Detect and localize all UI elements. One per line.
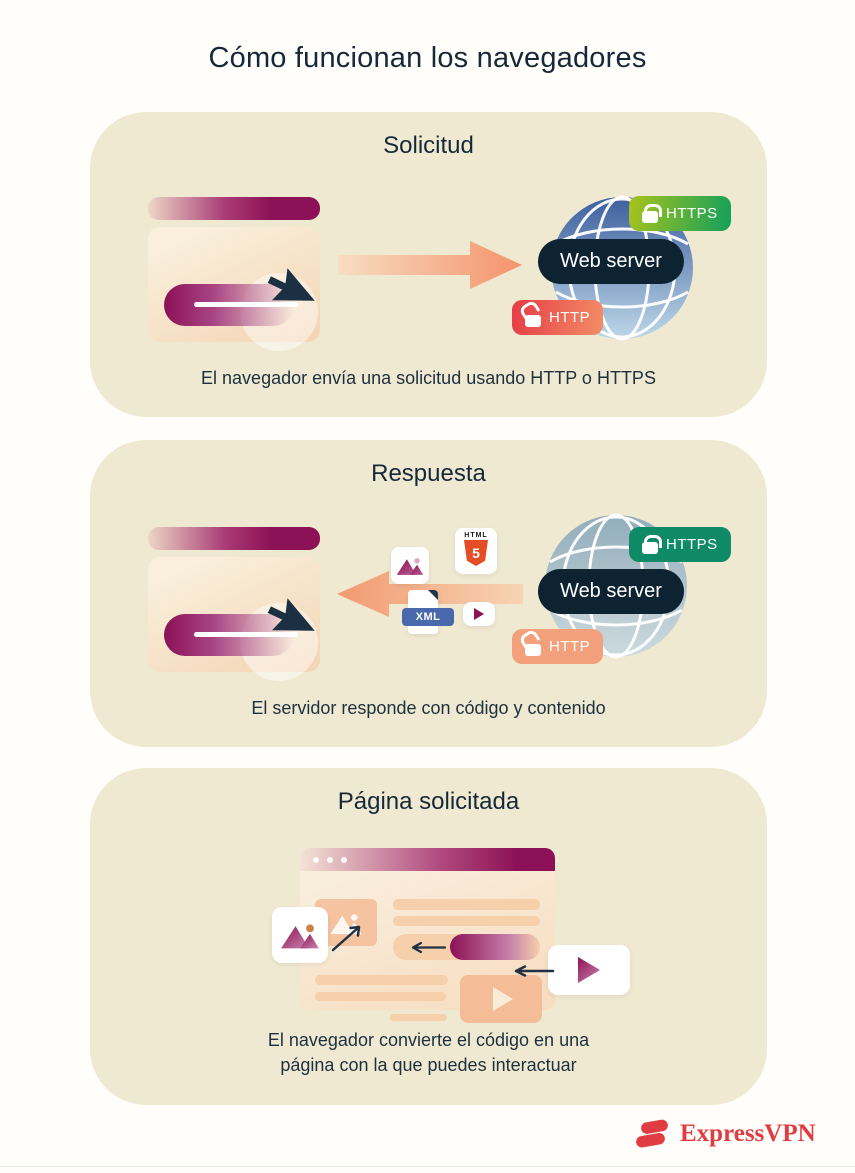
lock-closed-icon [642,204,662,223]
panel-respuesta-heading: Respuesta [371,460,486,487]
web-server-label: Web server [560,580,662,602]
https-label: HTTPS [666,536,718,553]
window-topbar [300,848,555,871]
address-line [194,302,298,307]
panel-pagina-caption: El navegador convierte el código en una … [90,1028,767,1078]
html5-shield: 5 [464,540,488,566]
play-icon [463,602,495,626]
panel-solicitud-heading: Solicitud [383,132,474,159]
play-triangle [474,608,484,620]
window-dot [327,856,333,863]
panel-pagina-solicitada: Página solicitada [90,768,767,1105]
text-line-placeholder [393,899,540,910]
text-line-placeholder [393,916,540,926]
expressvpn-wordmark: ExpressVPN [680,1120,816,1147]
caption-line-1: El navegador convierte el código en una [267,1030,590,1050]
video-placeholder [460,975,542,1023]
http-label: HTTP [549,638,591,655]
panel-pagina-heading: Página solicitada [337,788,520,815]
https-badge: HTTPS [629,196,731,231]
expressvpn-logo: ExpressVPN [633,1119,816,1149]
panel-respuesta-caption: El servidor responde con código y conten… [251,698,606,718]
browser-window-icon [148,197,320,351]
web-server-pill: Web server [538,239,684,284]
left-arrow-icon [411,941,447,954]
image-icon [391,547,429,584]
request-arrow-icon [338,241,522,289]
window-dot [341,856,347,863]
address-bar-icon [164,614,298,656]
xml-fold-corner [428,590,438,600]
web-server-label: Web server [560,250,662,272]
up-right-arrow-icon [331,925,361,952]
text-line-placeholder [315,975,448,985]
text-line-placeholder [390,1014,447,1021]
play-triangle [578,957,600,983]
browser-body [148,557,320,681]
bottom-divider [0,1166,855,1167]
cursor-icon [267,598,315,631]
browser-topbar [148,527,320,550]
lock-closed-icon [642,535,662,554]
loading-bar-placeholder [393,934,540,960]
https-label: HTTPS [666,205,718,222]
web-server-pill: Web server [538,569,684,614]
address-bar-icon [164,284,298,326]
caption-line-2: página con la que puedes interactuar [280,1055,577,1076]
text-line-placeholder [315,992,446,1001]
page-title: Cómo funcionan los navegadores [208,42,647,74]
http-badge: HTTP [512,300,604,335]
lock-open-icon [525,644,541,656]
left-arrow-icon [514,965,555,977]
http-label: HTTP [549,309,591,326]
html5-icon: HTML 5 [455,528,497,574]
play-triangle [493,987,513,1011]
panel-respuesta: Respuesta [90,440,767,747]
loading-bar-fill [450,934,540,960]
expressvpn-logo-icon [636,1119,668,1148]
html5-word: HTML [464,532,488,539]
panel-solicitud: Solicitud [90,112,767,417]
browser-topbar [148,197,320,220]
panel-solicitud-caption: El navegador envía una solicitud usando … [201,368,656,388]
http-badge: HTTP [512,629,604,664]
video-icon [548,945,630,995]
lock-open-icon [525,315,541,327]
browser-window-icon [148,527,320,681]
image-icon [272,907,328,963]
window-dot [313,856,319,863]
xml-label: XML [402,608,454,626]
https-badge: HTTPS [629,527,731,562]
address-line [194,632,298,637]
xml-file-icon: XML [402,590,454,634]
cursor-icon [267,268,315,301]
